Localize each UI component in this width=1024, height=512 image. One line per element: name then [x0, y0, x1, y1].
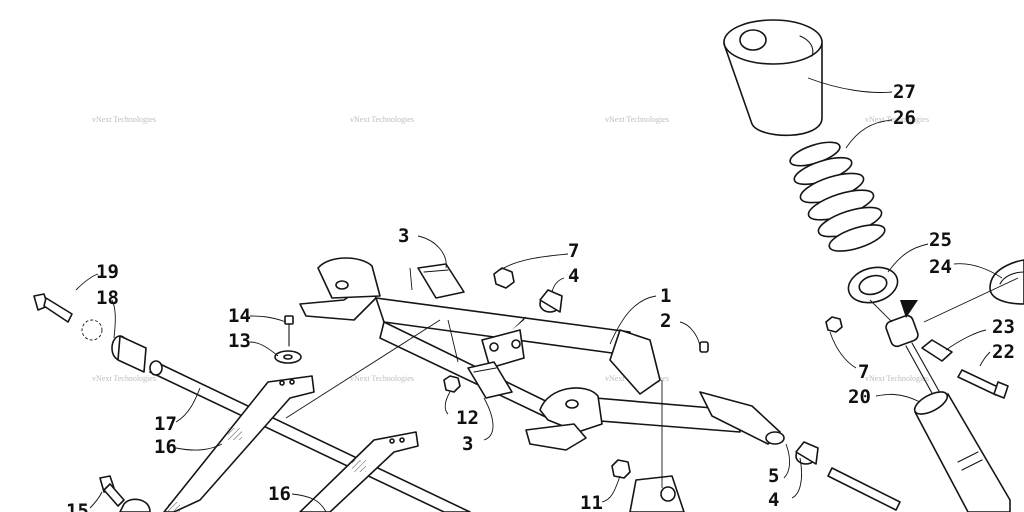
wear-pad-part[interactable] [467, 361, 513, 399]
callout-number: 25 [929, 229, 952, 251]
strap-bracket-part[interactable] [163, 375, 315, 512]
bolt-part[interactable] [99, 475, 151, 512]
callout-number: 13 [228, 330, 251, 352]
callout-number: 7 [568, 240, 579, 262]
callout-number: 4 [768, 489, 779, 511]
callout-leaders [75, 77, 1003, 512]
callout-number: 15 [66, 500, 89, 512]
watermark-text: vNext Technologies [92, 374, 156, 383]
callout-number: 16 [268, 483, 291, 505]
callout-number: 23 [992, 316, 1015, 338]
callout-number: 2 [660, 310, 671, 332]
nut-part[interactable] [493, 267, 515, 289]
bolt-part[interactable] [33, 293, 73, 323]
suspension-arm-part[interactable] [299, 257, 785, 451]
bushing-part[interactable] [539, 289, 563, 313]
callout-number: 1 [660, 285, 671, 307]
cross-shaft-part[interactable] [149, 360, 471, 512]
wear-pad-part[interactable] [417, 263, 465, 299]
bolt-part[interactable] [284, 315, 294, 347]
shock-absorber-part[interactable] [884, 314, 1011, 512]
strap-bracket-part[interactable] [299, 431, 419, 512]
assembly-arrow-icon [900, 300, 918, 318]
callout-number: 27 [893, 81, 916, 103]
callout-number: 16 [154, 436, 177, 458]
callout-number: 17 [154, 413, 177, 435]
callout-number: 19 [96, 261, 119, 283]
spring-seat-washer-part[interactable] [844, 262, 901, 308]
callout-number: 24 [929, 256, 952, 278]
long-bolt-part[interactable] [827, 467, 901, 511]
watermark-text: vNext Technologies [865, 374, 929, 383]
callout-number: 12 [456, 407, 479, 429]
callout-number: 26 [893, 107, 916, 129]
nut-part[interactable] [443, 375, 461, 393]
coil-spring-part[interactable] [787, 137, 887, 256]
bushing-part[interactable] [921, 339, 953, 362]
nut-part[interactable] [611, 459, 631, 479]
bushing-part[interactable] [111, 335, 147, 373]
callout-number: 22 [992, 341, 1015, 363]
washer-part[interactable] [274, 350, 302, 364]
watermark-text: vNext Technologies [350, 115, 414, 124]
grease-fitting-part[interactable] [699, 341, 709, 353]
assembly-guide-lines [285, 267, 1019, 488]
callout-number: 7 [858, 361, 869, 383]
long-bolt-part[interactable] [957, 369, 1009, 399]
retaining-clip-part[interactable] [989, 259, 1024, 305]
callout-number: 18 [96, 287, 119, 309]
nut-part[interactable] [825, 316, 843, 333]
watermark-text: vNext Technologies [865, 115, 929, 124]
watermark-text: vNext Technologies [92, 115, 156, 124]
callout-number: 5 [768, 465, 779, 487]
callout-number: 11 [580, 492, 603, 512]
callout-number: 3 [462, 433, 473, 455]
clip-part[interactable] [81, 319, 103, 341]
watermark-text: vNext Technologies [605, 115, 669, 124]
watermark-text: vNext Technologies [350, 374, 414, 383]
callout-number: 20 [848, 386, 871, 408]
bump-stop-part[interactable] [723, 19, 823, 137]
callout-labels: 27 26 25 24 23 22 7 20 3 7 4 1 2 19 18 1… [66, 81, 1015, 512]
callout-number: 4 [568, 265, 579, 287]
callout-number: 3 [398, 225, 409, 247]
mount-bracket-part[interactable] [629, 475, 685, 512]
callout-number: 14 [228, 305, 251, 327]
bushing-part[interactable] [795, 441, 819, 465]
